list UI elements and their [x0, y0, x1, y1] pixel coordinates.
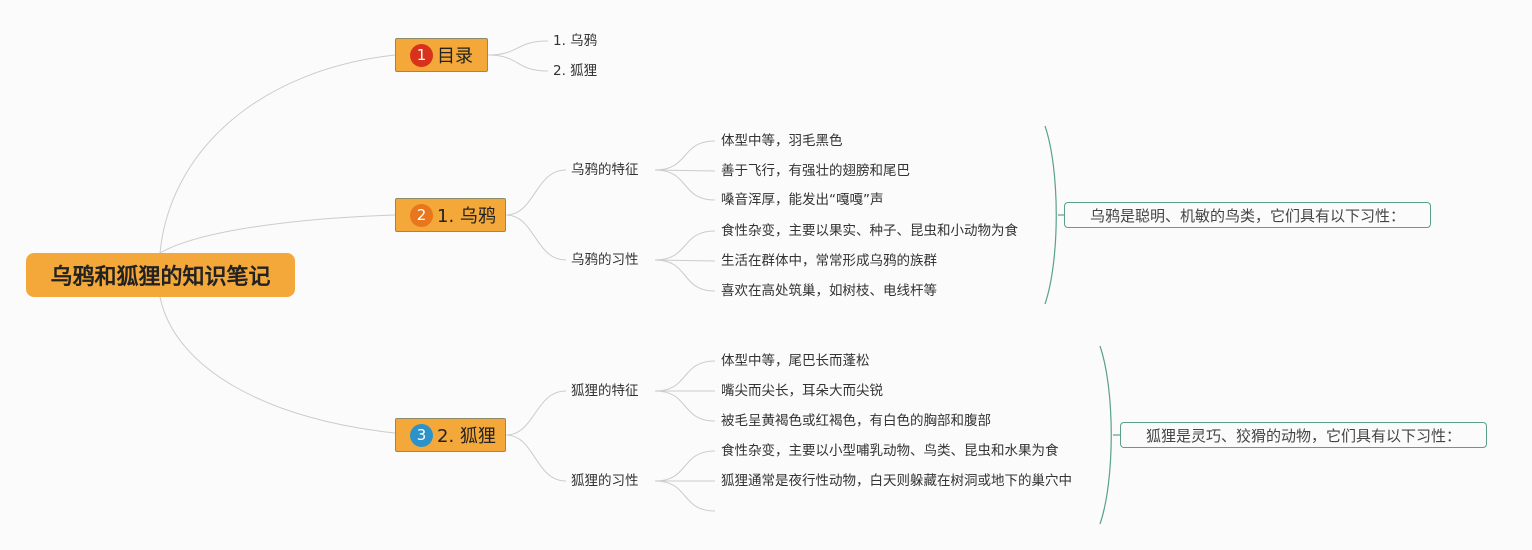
branch-label: 目录 — [437, 46, 473, 67]
toc-item[interactable]: 1. 乌鸦 — [553, 33, 598, 49]
fox-habit-item[interactable]: 狐狸通常是夜行性动物，白天则躲藏在树洞或地下的巢穴中 — [721, 473, 1072, 489]
branch-label: 1. 乌鸦 — [437, 206, 496, 227]
crow-feature-item[interactable]: 体型中等，羽毛黑色 — [721, 133, 843, 149]
crow-summary-text: 乌鸦是聪明、机敏的鸟类，它们具有以下习性： — [1089, 206, 1405, 225]
crow-habit-item[interactable]: 生活在群体中，常常形成乌鸦的族群 — [721, 253, 937, 269]
number-badge-icon: 3 — [410, 423, 433, 447]
branch-fox[interactable]: 3 2. 狐狸 — [395, 418, 506, 452]
crow-habit-item[interactable]: 食性杂变，主要以果实、种子、昆虫和小动物为食 — [721, 223, 1018, 239]
branch-toc[interactable]: 1 目录 — [395, 38, 488, 72]
crow-features-topic[interactable]: 乌鸦的特征 — [571, 162, 639, 178]
fox-feature-item[interactable]: 体型中等，尾巴长而蓬松 — [721, 353, 870, 369]
fox-summary-bracket — [1099, 345, 1112, 525]
fox-feature-item[interactable]: 被毛呈黄褐色或红褐色，有白色的胸部和腹部 — [721, 413, 991, 429]
fox-feature-item[interactable]: 嘴尖而尖长，耳朵大而尖锐 — [721, 383, 883, 399]
fox-summary-text: 狐狸是灵巧、狡猾的动物，它们具有以下习性： — [1145, 426, 1461, 445]
crow-summary-bracket — [1044, 125, 1057, 305]
crow-feature-item[interactable]: 嗓音浑厚，能发出“嘎嘎”声 — [721, 192, 884, 208]
root-topic[interactable]: 乌鸦和狐狸的知识笔记 — [26, 253, 295, 297]
crow-feature-item[interactable]: 善于飞行，有强壮的翅膀和尾巴 — [721, 163, 910, 179]
fox-habit-item[interactable]: 食性杂变，主要以小型哺乳动物、鸟类、昆虫和水果为食 — [721, 443, 1059, 459]
crow-summary[interactable]: 乌鸦是聪明、机敏的鸟类，它们具有以下习性： — [1064, 202, 1431, 228]
crow-habits-topic[interactable]: 乌鸦的习性 — [571, 252, 639, 268]
fox-summary[interactable]: 狐狸是灵巧、狡猾的动物，它们具有以下习性： — [1120, 422, 1487, 448]
toc-item[interactable]: 2. 狐狸 — [553, 63, 598, 79]
fox-features-topic[interactable]: 狐狸的特征 — [571, 383, 639, 399]
fox-habits-topic[interactable]: 狐狸的习性 — [571, 473, 639, 489]
branch-label: 2. 狐狸 — [437, 426, 496, 447]
crow-habit-item[interactable]: 喜欢在高处筑巢，如树枝、电线杆等 — [721, 283, 937, 299]
number-badge-icon: 2 — [410, 203, 433, 227]
number-badge-icon: 1 — [410, 43, 433, 67]
root-title: 乌鸦和狐狸的知识笔记 — [50, 265, 271, 290]
branch-crow[interactable]: 2 1. 乌鸦 — [395, 198, 506, 232]
